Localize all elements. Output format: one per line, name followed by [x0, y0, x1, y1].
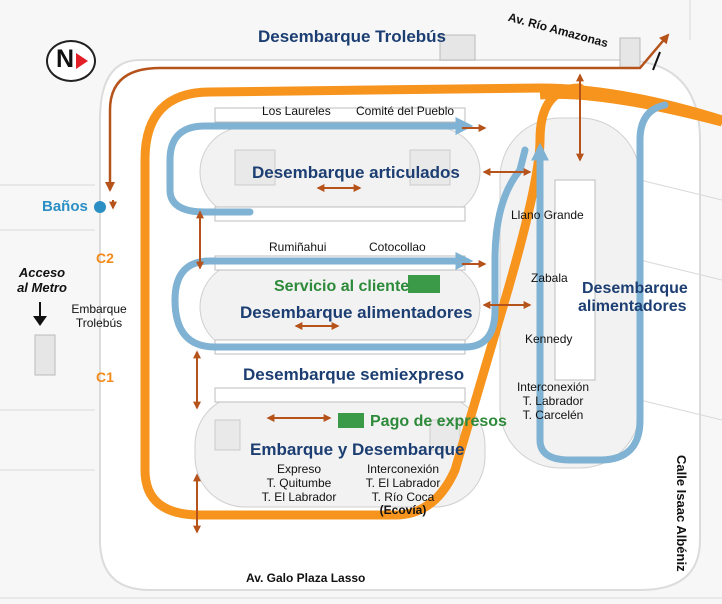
- label-banos: Baños: [42, 198, 88, 215]
- acceso-metro-line-1: Acceso: [18, 265, 66, 280]
- blue-routes: [166, 101, 669, 464]
- stop-expreso: Expreso T. Quitumbe T. El Labrador: [254, 462, 344, 504]
- stop-ruminahui: Rumiñahui: [269, 240, 327, 254]
- stop-interconexion-bottom: Interconexión T. El Labrador T. Río Coca…: [356, 462, 450, 518]
- metro-access-arrow: [33, 302, 47, 326]
- label-embarque-desembarque: Embarque y Desembarque: [250, 440, 465, 459]
- interconexion-bottom-line-4: (Ecovía): [379, 503, 427, 518]
- label-embarque-trolebus: Embarque Trolebús: [66, 302, 132, 331]
- expreso-line-2: T. Quitumbe: [266, 475, 332, 490]
- stop-zabala: Zabala: [531, 271, 568, 285]
- expreso-line-1: Expreso: [276, 462, 322, 476]
- street-isaac-albeniz: Calle Isaac Albéniz: [674, 455, 689, 572]
- interconexion-right-line-1: Interconexión: [516, 380, 590, 394]
- acceso-metro-line-2: al Metro: [17, 279, 67, 295]
- street-galo-plaza: Av. Galo Plaza Lasso: [246, 571, 366, 585]
- label-c2: C2: [96, 250, 114, 266]
- stop-los-laureles: Los Laureles: [262, 104, 331, 118]
- compass-arrow-icon: [76, 53, 88, 69]
- embarque-trolebus-line-1: Embarque: [71, 302, 127, 316]
- label-desembarque-alimentadores: Desembarque alimentadores: [240, 303, 473, 322]
- compass-n: N: [56, 45, 75, 73]
- interconexion-right-line-3: T. Carcelén: [522, 407, 584, 422]
- brown-arrows: [109, 73, 584, 534]
- label-c1: C1: [96, 369, 114, 385]
- north-compass-icon: N: [46, 40, 96, 82]
- interconexion-bottom-line-2: T. El Labrador: [365, 475, 441, 490]
- stop-interconexion-right: Interconexión T. Labrador T. Carcelén: [513, 380, 593, 422]
- interconexion-bottom-line-3: T. Río Coca: [371, 489, 435, 504]
- label-acceso-metro: Acceso al Metro: [14, 265, 70, 296]
- label-pago-expresos: Pago de expresos: [370, 413, 507, 430]
- stop-comite-del-pueblo: Comité del Pueblo: [356, 104, 455, 118]
- expreso-line-3: T. El Labrador: [261, 489, 337, 504]
- servicio-cliente-box: [408, 275, 440, 293]
- interconexion-bottom-line-1: Interconexión: [366, 462, 440, 476]
- label-desembarque-alimentadores-right-2: alimentadores: [578, 298, 687, 315]
- stop-kennedy: Kennedy: [525, 332, 573, 346]
- interconexion-right-line-2: T. Labrador: [522, 393, 584, 408]
- stop-cotocollao: Cotocollao: [369, 240, 426, 254]
- label-desembarque-semiexpreso: Desembarque semiexpreso: [243, 365, 465, 384]
- label-desembarque-trolebus: Desembarque Trolebús: [258, 27, 447, 46]
- label-desembarque-alimentadores-right-1: Desembarque: [582, 280, 688, 297]
- embarque-trolebus-line-2: Trolebús: [75, 315, 123, 330]
- label-servicio-cliente: Servicio al cliente: [274, 278, 410, 295]
- stop-llano-grande: Llano Grande: [511, 208, 584, 222]
- label-desembarque-articulados: Desembarque articulados: [252, 163, 460, 182]
- banos-dot: [94, 201, 106, 213]
- brown-route: [105, 33, 670, 192]
- pago-expresos-box: [338, 413, 364, 428]
